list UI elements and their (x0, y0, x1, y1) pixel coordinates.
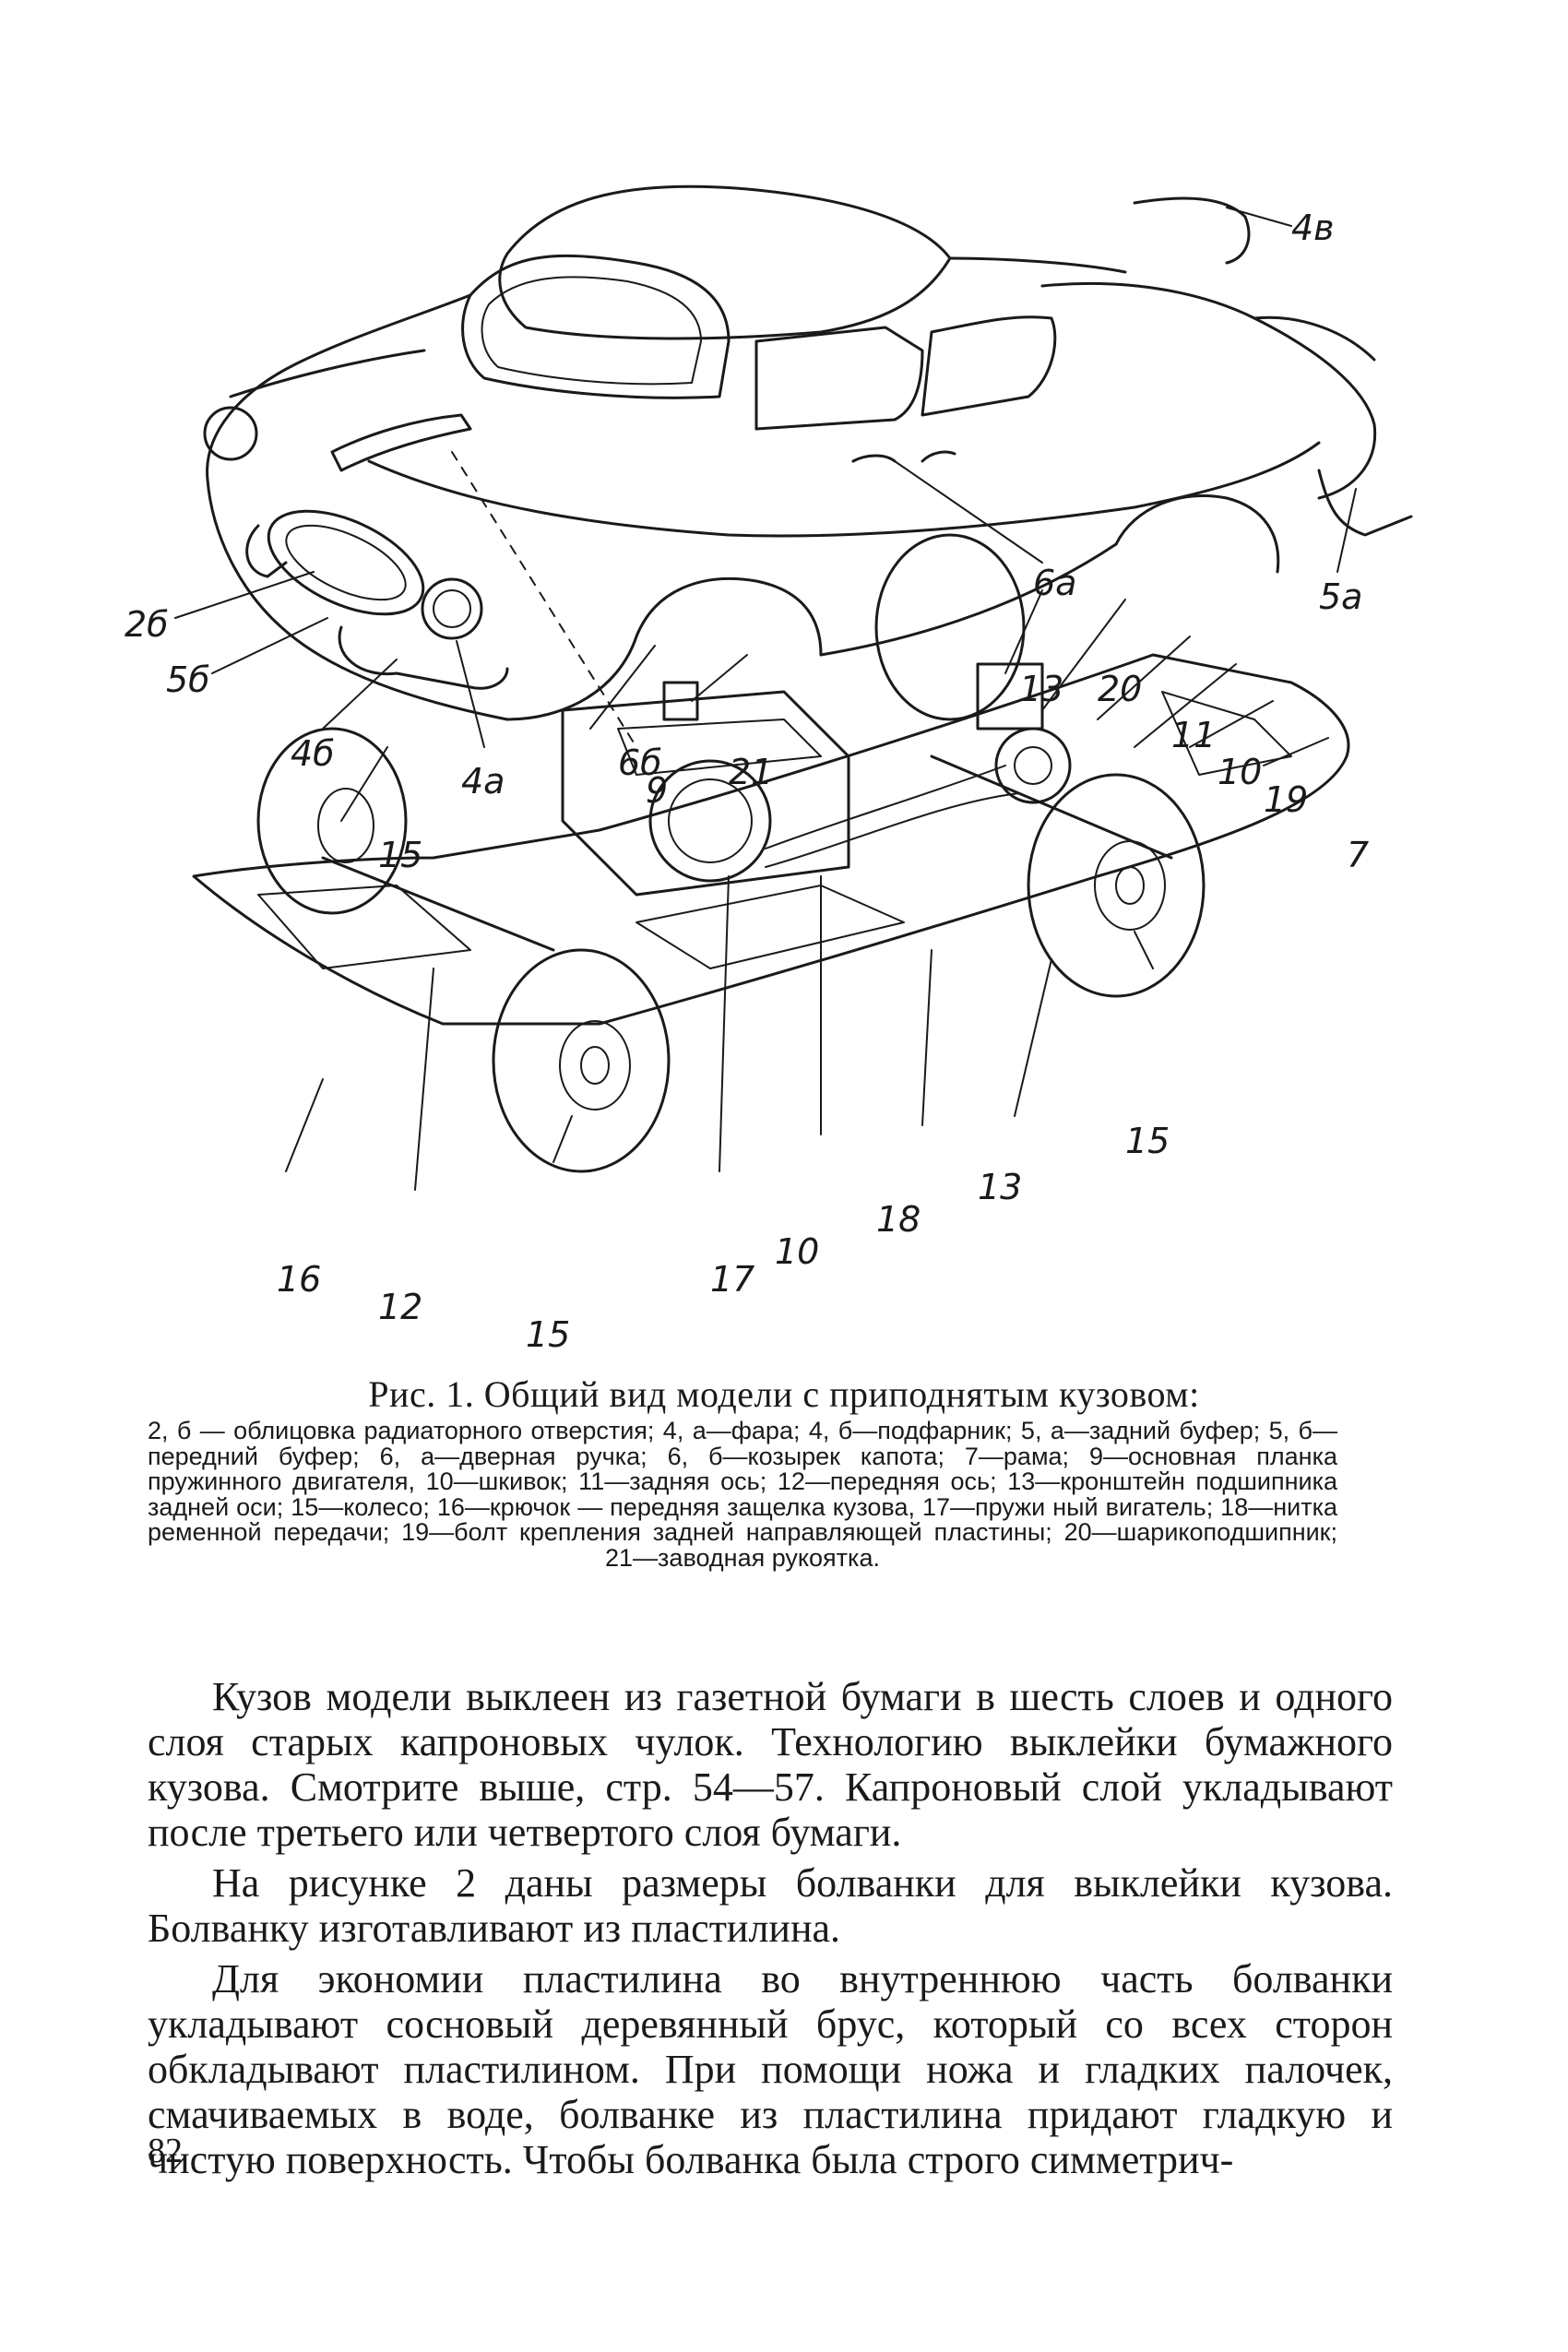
label-5a: 5а (1319, 576, 1362, 617)
label-4v: 4в (1291, 208, 1335, 248)
label-15-bottom: 15 (526, 1314, 570, 1355)
label-21: 21 (729, 752, 773, 792)
label-15-right: 15 (1125, 1121, 1170, 1161)
label-5b: 5б (166, 659, 210, 700)
car-model-illustration: 4в 2б 5б 4б 4а 6б 6а 5а 13 20 11 10 19 7… (120, 157, 1448, 1356)
figure-labels: 4в 2б 5б 4б 4а 6б 6а 5а 13 20 11 10 19 7… (125, 208, 1369, 1355)
label-9: 9 (646, 770, 668, 811)
label-18: 18 (876, 1199, 921, 1240)
label-10-top: 10 (1218, 752, 1262, 792)
label-19: 19 (1264, 779, 1308, 820)
label-17: 17 (710, 1259, 754, 1300)
label-16: 16 (277, 1259, 321, 1300)
label-13-bottom: 13 (978, 1167, 1022, 1207)
paragraph-3: Для экономии пластилина во внутреннюю ча… (148, 1956, 1393, 2182)
label-13-top: 13 (1019, 669, 1063, 709)
chassis-drawing (192, 533, 1350, 1191)
label-4b: 4б (291, 733, 335, 774)
paragraph-2: На рисунке 2 даны размеры болванки для в… (148, 1860, 1393, 1951)
body-text: Кузов модели выклеен из газетной бумаги … (148, 1674, 1393, 2188)
label-4a: 4а (461, 761, 505, 802)
label-7: 7 (1347, 835, 1369, 875)
label-15-left: 15 (378, 835, 422, 875)
figure-caption-title: Рис. 1. Общий вид модели с приподнятым к… (368, 1373, 1200, 1415)
label-2b: 2б (125, 604, 169, 645)
label-12: 12 (378, 1287, 422, 1327)
car-body-drawing (174, 184, 1413, 748)
page-number: 82 (148, 2132, 183, 2170)
label-11: 11 (1171, 715, 1216, 755)
label-6b: 6б (618, 742, 662, 783)
label-6a: 6а (1033, 563, 1076, 603)
label-20: 20 (1098, 669, 1142, 709)
figure-caption-legend: 2, б — облицовка радиаторного отверстия;… (148, 1417, 1337, 1572)
paragraph-1: Кузов модели выклеен из газетной бумаги … (148, 1674, 1393, 1855)
label-10-bottom: 10 (775, 1231, 819, 1272)
